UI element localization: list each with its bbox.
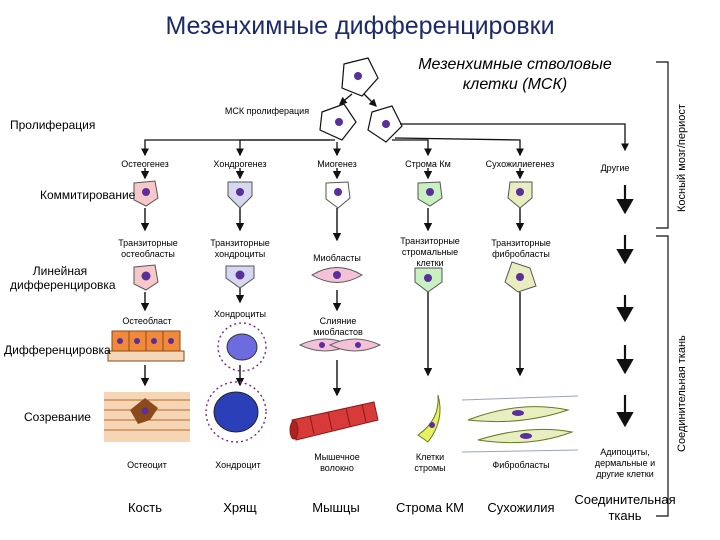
myoblast-fusion-label: Слияние миобластов <box>313 316 363 337</box>
osteoblast-label: Остеобласт <box>122 316 172 326</box>
lineage-myo: Миогенез <box>317 159 357 169</box>
transitional-chondro: Транзиторные хондроциты <box>210 238 270 259</box>
branch-lines <box>141 123 629 157</box>
other-cells-label: Адипоциты, дермальные и другие клетки <box>594 447 656 479</box>
msc-label: Мезенхимные стволовые клетки (МСК) <box>418 56 612 93</box>
lineage-tendon: Сухожилиегенез <box>485 159 555 169</box>
muscle-fiber <box>289 401 379 441</box>
bone-tissue <box>104 392 190 442</box>
fibroblast-cells <box>461 395 579 453</box>
chondrocytes-label: Хондроциты <box>214 309 266 319</box>
transitional-osteo: Транзиторные остеобласты <box>118 238 178 259</box>
stage-lineage: Линейная дифференцировка <box>10 264 116 292</box>
stage-maturation: Созревание <box>24 410 91 424</box>
msc-cells <box>319 57 403 143</box>
stage-differentiation: Дифференцировка <box>4 343 111 357</box>
tissue-stroma: Строма КМ <box>396 500 464 515</box>
transitional-stroma: Транзиторные стромальные клетки <box>400 236 460 268</box>
lineage-osteo: Остеогенез <box>121 159 169 169</box>
osteocyte-label: Остеоцит <box>127 460 167 470</box>
cell-icon <box>133 180 533 209</box>
msc-proliferation-label: МСК пролиферация <box>224 106 310 116</box>
side-bone-marrow: Косный мозг/периост <box>676 104 688 212</box>
myoblasts: Миобласты <box>313 253 361 263</box>
muscle-fiber-label: Мышечное волокно <box>314 452 360 473</box>
stroma-cells-label: Клетки стромы <box>414 452 446 473</box>
stage-proliferation: Пролиферация <box>10 118 96 132</box>
osteoblast-row <box>107 330 185 362</box>
stroma-cell <box>417 394 441 443</box>
tissue-tendon: Сухожилия <box>487 500 555 515</box>
bracket-icon <box>656 61 669 517</box>
fibroblasts-label: Фибробласты <box>492 460 550 470</box>
tissue-muscle: Мышцы <box>312 500 360 515</box>
side-connective: Соединительная ткань <box>676 335 688 452</box>
transitional-fibro: Транзиторные фибробласты <box>491 238 551 259</box>
lineage-other: Другие <box>600 163 630 173</box>
page-title: Мезенхимные дифференцировки <box>165 12 555 40</box>
lineage-stroma: Строма Км <box>405 159 451 169</box>
lineage-chondro: Хондрогенез <box>213 159 267 169</box>
stage-commitment: Коммитирование <box>40 188 136 202</box>
chondrocyte-label: Хондроцит <box>215 460 261 470</box>
tissue-connective: Соединительная ткань <box>574 492 676 523</box>
tissue-cartilage: Хрящ <box>223 500 257 515</box>
tissue-bone: Кость <box>127 500 163 515</box>
